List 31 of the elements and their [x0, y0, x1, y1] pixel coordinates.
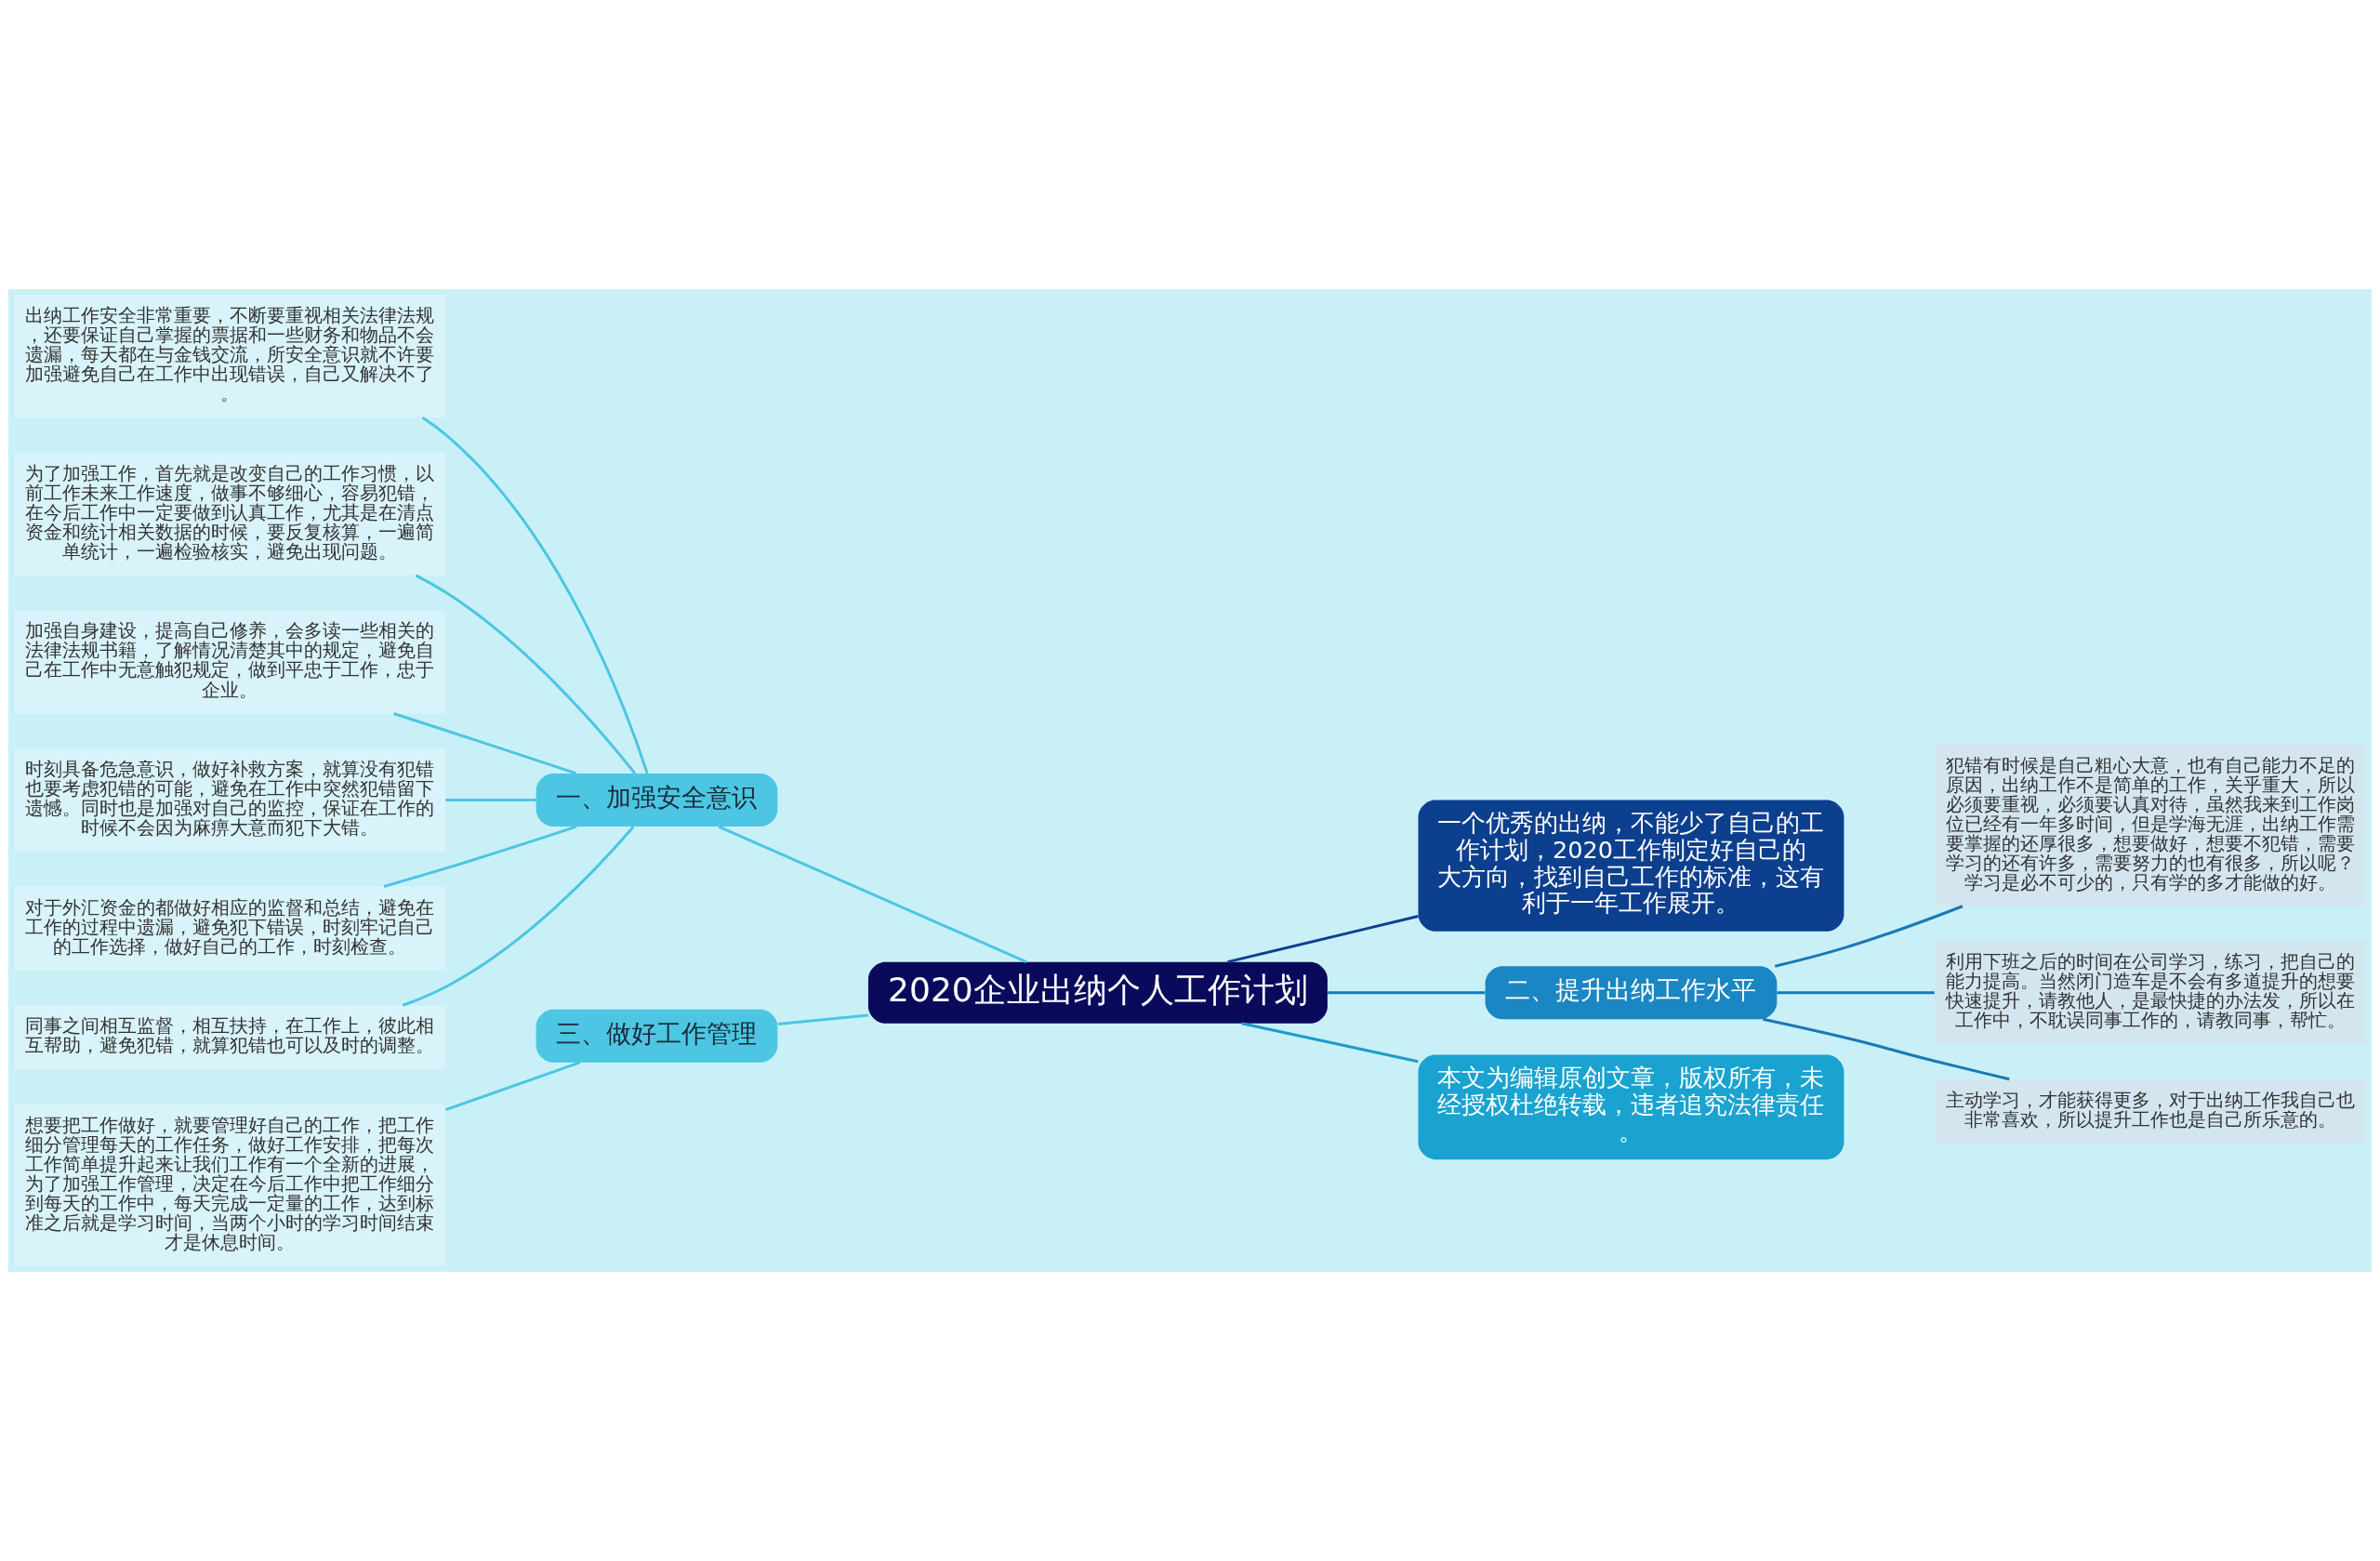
connector [1774, 905, 1964, 968]
node-box: 三、做好工作管理 [536, 1009, 778, 1063]
connector [1763, 1017, 2010, 1081]
connector [402, 826, 635, 1007]
node-box: 对于外汇资金的都做好相应的监督和总结，避免在工作的过程中遗漏，避免犯下错误，时刻牢记自己的工作选择，做好自己的工作，时刻检查。 [14, 886, 445, 971]
node-box: 一、加强安全意识 [536, 774, 778, 827]
connector [1777, 991, 1935, 995]
connector [421, 416, 649, 774]
node-box: 为了加强工作，首先就是改变自己的工作习惯，以前工作未来工作速度，做事不够细心，容易犯错，在今后工作中一定要做到认真工作，尤其是在清点资金和统计相关数据的时候，要反复核算，一遍简单统计，一遍检验核实，避免出现问题。 [14, 452, 445, 575]
connector [415, 574, 637, 774]
connector [1241, 1022, 1419, 1064]
node-box: 二、提升出纳工作水平 [1485, 966, 1778, 1020]
node-box: 利用下班之后的时间在公司学习，练习，把自己的能力提高。当然闭门造车是不会有多道提升的想要快速提升，请教他人，是最快捷的办法发，所以在工作中，不耽误同事工作的，请教同事，帮忙。 [1935, 941, 2366, 1045]
node-box: 加强自身建设，提高自己修养，会多读一些相关的法律法规书籍，了解情况清楚其中的规定，避免自己在工作中无意触犯规定，做到平忠于工作，忠于企业。 [14, 610, 445, 714]
connector [1328, 991, 1486, 995]
node-box: 时刻具备危急意识，做好补救方案，就算没有犯错也要考虑犯错的可能，避免在工作中突然犯错留下遗憾。同时也是加强对自己的监控，保证在工作的时候不会因为麻痹大意而犯下大错。 [14, 747, 445, 853]
node-box: 本文为编辑原创文章，版权所有，未经授权杜绝转载，违者追究法律责任。 [1418, 1054, 1844, 1160]
connector [1227, 915, 1419, 964]
node-box: 犯错有时候是自己粗心大意，也有自己能力不足的原因，出纳工作不是简单的工作，关乎重大，所以必须要重视，必须要认真对待，虽然我来到工作岗位已经有一年多时间，但是学海无涯，出纳工作需要掌握的还厚很多，想要做好，想要不犯错，需要学习的还有许多，需要努力的也有很多，所以呢？学习是必不可少的，只有学的多才能做的好。 [1935, 744, 2366, 906]
node-box: 出纳工作安全非常重要，不断要重视相关法律法规，还要保证自己掌握的票据和一些财务和物品不会遗漏，每天都在与金钱交流，所安全意识就不许要加强避免自己在工作中出现错误，自己又解决不了。 [14, 295, 445, 418]
node-box: 主动学习，才能获得更多，对于出纳工作我自己也非常喜欢，所以提升工作也是自己所乐意的。 [1935, 1078, 2366, 1144]
node-box: 想要把工作做好，就要管理好自己的工作，把工作细分管理每天的工作任务，做好工作安排，把每次工作简单提升起来让我们工作有一个全新的进展，为了加强工作管理，决定在今后工作中把工作细分到每天的工作中，每天完成一定量的工作，达到标准之后就是学习时间，当两个小时的学习时间结束才是休息时间。 [14, 1104, 445, 1266]
node-box: 2020企业出纳个人工作计划 [867, 961, 1328, 1024]
node-box: 同事之间相互监督，相互扶持，在工作上，彼此相互帮助，避免犯错，就算犯错也可以及时的调整。 [14, 1005, 445, 1070]
node-box: 一个优秀的出纳，不能少了自己的工作计划，2020工作制定好自己的大方向，找到自己工作的标准，这有利于一年工作展开。 [1418, 800, 1844, 932]
connector [445, 799, 536, 801]
connector [718, 825, 1027, 963]
connector [393, 712, 577, 775]
connector [383, 825, 577, 888]
connector [777, 1013, 868, 1026]
connector [444, 1061, 580, 1112]
